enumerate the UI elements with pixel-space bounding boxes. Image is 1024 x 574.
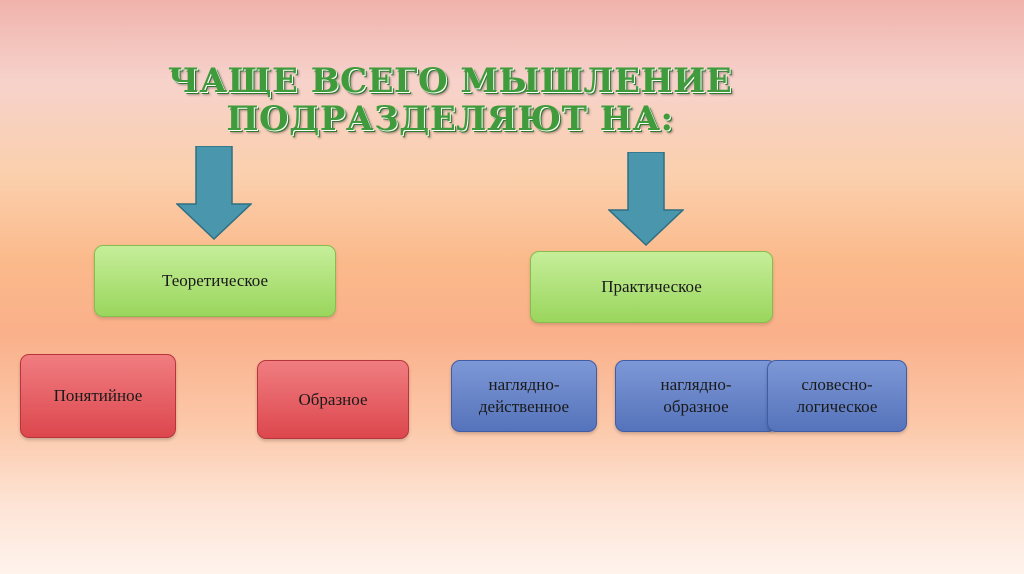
visual-figurative-box: наглядно-образное (615, 360, 777, 432)
arrow-down-icon (608, 152, 684, 246)
figurative-box: Образное (257, 360, 409, 439)
verbal-logical-label: словесно-логическое (796, 375, 878, 416)
practical-box: Практическое (530, 251, 773, 323)
theoretical-label: Теоретическое (161, 271, 269, 290)
visual-action-label: наглядно-действенное (478, 375, 570, 416)
conceptual-label: Понятийное (53, 386, 143, 405)
visual-action-box: наглядно-действенное (451, 360, 597, 432)
visual-figurative-label: наглядно-образное (660, 375, 732, 416)
practical-label: Практическое (601, 277, 702, 296)
figurative-label: Образное (298, 389, 368, 409)
page-title: Чаще всего мышление подразделяют на: (150, 62, 750, 138)
conceptual-box: Понятийное (20, 354, 176, 438)
title-line-1: Чаще всего мышление (167, 61, 733, 101)
title-line-2: подразделяют на: (226, 99, 674, 139)
theoretical-box: Теоретическое (94, 245, 336, 317)
arrow-down-icon (176, 146, 252, 240)
verbal-logical-box: словесно-логическое (767, 360, 907, 432)
